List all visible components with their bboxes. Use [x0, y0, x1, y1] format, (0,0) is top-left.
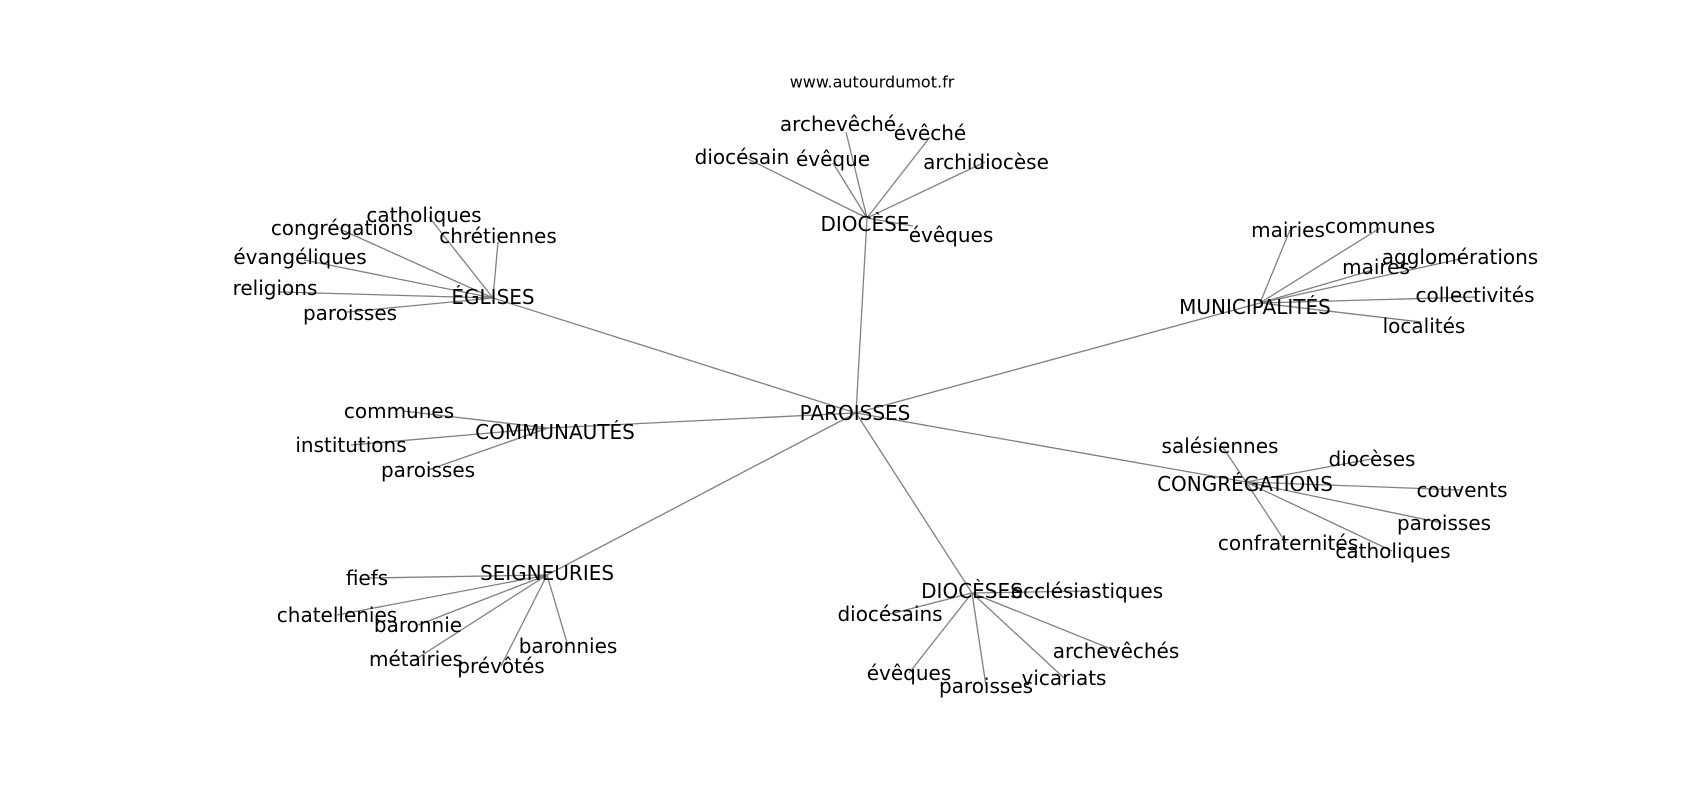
edge-root-eglises [492, 297, 857, 414]
group-node-dioceses[interactable]: DIOCÈSES [921, 579, 1023, 603]
edge-dioceses-vicariats [971, 592, 1065, 679]
leaf-archeveche[interactable]: archevêché [780, 112, 896, 136]
edge-dioceses-ecclesiastiques [971, 590, 1088, 594]
edge-municipalites-localites [1259, 302, 1422, 323]
leaf-eveque[interactable]: évêque [796, 147, 870, 171]
edge-seigneuries-metairies [415, 574, 548, 660]
leaf-dioceses[interactable]: diocèses [1329, 447, 1416, 471]
edge-dioceses-paroisses [971, 592, 987, 687]
leaf-chretiennes[interactable]: chrétiennes [439, 224, 557, 248]
leaf-chatellenies[interactable]: chatellenies [277, 603, 397, 627]
edge-seigneuries-prevotes [500, 574, 548, 667]
leaf-baronnies[interactable]: baronnies [519, 634, 618, 658]
edge-congregations-couvents [1245, 481, 1463, 491]
edge-congregations-confraternites [1245, 481, 1287, 544]
leaf-paroisses[interactable]: paroisses [939, 674, 1033, 698]
leaf-paroisses[interactable]: paroisses [1397, 511, 1491, 535]
leaf-fiefs[interactable]: fiefs [346, 566, 388, 590]
edge-eglises-paroisses [346, 297, 494, 313]
edge-root-diocese [855, 217, 868, 414]
edge-seigneuries-fiefs [368, 574, 548, 579]
edge-root-municipalites [855, 302, 1261, 414]
edge-congregations-paroisses [1245, 481, 1443, 524]
group-node-municipalites[interactable]: MUNICIPALITÉS [1179, 295, 1331, 319]
edge-communautes-paroisses [427, 427, 549, 471]
edge-dioceses-eveques [908, 592, 973, 674]
group-node-seigneuries[interactable]: SEIGNEURIES [480, 561, 614, 585]
edge-dioceses-archeveches [971, 592, 1117, 652]
edge-congregations-catholiques [1245, 481, 1393, 552]
edge-congregations-salesiennes [1221, 445, 1247, 483]
group-node-communautes[interactable]: COMMUNAUTÉS [475, 420, 635, 444]
leaf-congregations[interactable]: congrégations [271, 216, 413, 240]
edge-diocese-archidiocese [866, 161, 986, 219]
edge-communautes-institutions [350, 427, 549, 446]
leaf-vicariats[interactable]: vicariats [1022, 666, 1107, 690]
edge-congregations-dioceses [1245, 458, 1372, 483]
group-node-congregations[interactable]: CONGRÉGATIONS [1157, 472, 1333, 496]
edge-eglises-evangeliques [303, 259, 494, 299]
root-node[interactable]: PAROISSES [800, 401, 911, 425]
edge-diocese-eveche [866, 136, 931, 219]
edge-diocese-eveques [866, 217, 914, 227]
edge-root-seigneuries [546, 412, 857, 576]
leaf-prevotes[interactable]: prévôtés [457, 654, 544, 678]
leaf-catholiques[interactable]: catholiques [366, 203, 481, 227]
leaf-paroisses[interactable]: paroisses [303, 301, 397, 325]
leaf-eveques[interactable]: évêques [909, 223, 994, 247]
leaf-diocesains[interactable]: diocésains [837, 602, 942, 626]
leaf-salesiennes[interactable]: salésiennes [1162, 434, 1279, 458]
source-label[interactable]: www.autourdumot.fr [790, 73, 955, 92]
edge-seigneuries-baronnie [417, 574, 548, 626]
leaf-eveche[interactable]: évêché [894, 121, 966, 145]
leaf-communes[interactable]: communes [1325, 214, 1435, 238]
leaf-catholiques[interactable]: catholiques [1335, 539, 1450, 563]
edge-municipalites-communes [1259, 227, 1381, 304]
edge-root-communautes [547, 412, 857, 429]
leaf-evangeliques[interactable]: évangéliques [233, 245, 366, 269]
leaf-collectivites[interactable]: collectivités [1415, 283, 1534, 307]
edge-eglises-catholiques [428, 216, 494, 299]
leaf-localites[interactable]: localités [1383, 314, 1466, 338]
edge-municipalites-mairies [1259, 229, 1291, 304]
edge-root-dioceses [855, 412, 973, 594]
leaf-couvents[interactable]: couvents [1417, 478, 1508, 502]
edge-eglises-congregations [341, 229, 494, 299]
group-node-eglises[interactable]: ÉGLISES [451, 285, 534, 309]
group-node-diocese[interactable]: DIOCÈSE [821, 212, 910, 236]
leaf-archidiocese[interactable]: archidiocèse [923, 150, 1049, 174]
leaf-ecclesiastiques[interactable]: ecclésiastiques [1011, 579, 1163, 603]
edge-seigneuries-baronnies [546, 574, 569, 647]
leaf-agglomerations[interactable]: agglomérations [1382, 245, 1538, 269]
edge-seigneuries-chatellenies [336, 574, 548, 616]
leaf-metairies[interactable]: métairies [369, 647, 463, 671]
edge-eglises-chretiennes [492, 241, 499, 299]
edge-municipalites-collectivites [1259, 296, 1476, 304]
leaf-paroisses[interactable]: paroisses [381, 458, 475, 482]
edge-municipalites-agglomerations [1259, 258, 1461, 304]
graph-edges [279, 131, 1476, 687]
leaf-mairies[interactable]: mairies [1251, 218, 1325, 242]
edge-eglises-religions [279, 291, 494, 299]
leaf-eveques[interactable]: évêques [867, 661, 952, 685]
leaf-diocesain[interactable]: diocésain [695, 145, 790, 169]
leaf-communes[interactable]: communes [344, 399, 454, 423]
edge-diocese-archeveche [845, 131, 868, 219]
edge-root-congregations [855, 412, 1247, 483]
leaf-baronnie[interactable]: baronnie [374, 613, 462, 637]
edge-dioceses-diocesains [889, 592, 973, 615]
edge-diocese-eveque [832, 162, 868, 219]
leaf-archeveches[interactable]: archevêchés [1053, 639, 1180, 663]
edge-diocese-diocesain [747, 158, 868, 219]
leaf-confraternites[interactable]: confraternités [1218, 531, 1358, 555]
leaf-maires[interactable]: maires [1342, 255, 1410, 279]
leaf-religions[interactable]: religions [233, 276, 318, 300]
edge-communautes-communes [402, 410, 549, 429]
leaf-institutions[interactable]: institutions [295, 433, 406, 457]
edge-municipalites-maires [1259, 269, 1374, 304]
